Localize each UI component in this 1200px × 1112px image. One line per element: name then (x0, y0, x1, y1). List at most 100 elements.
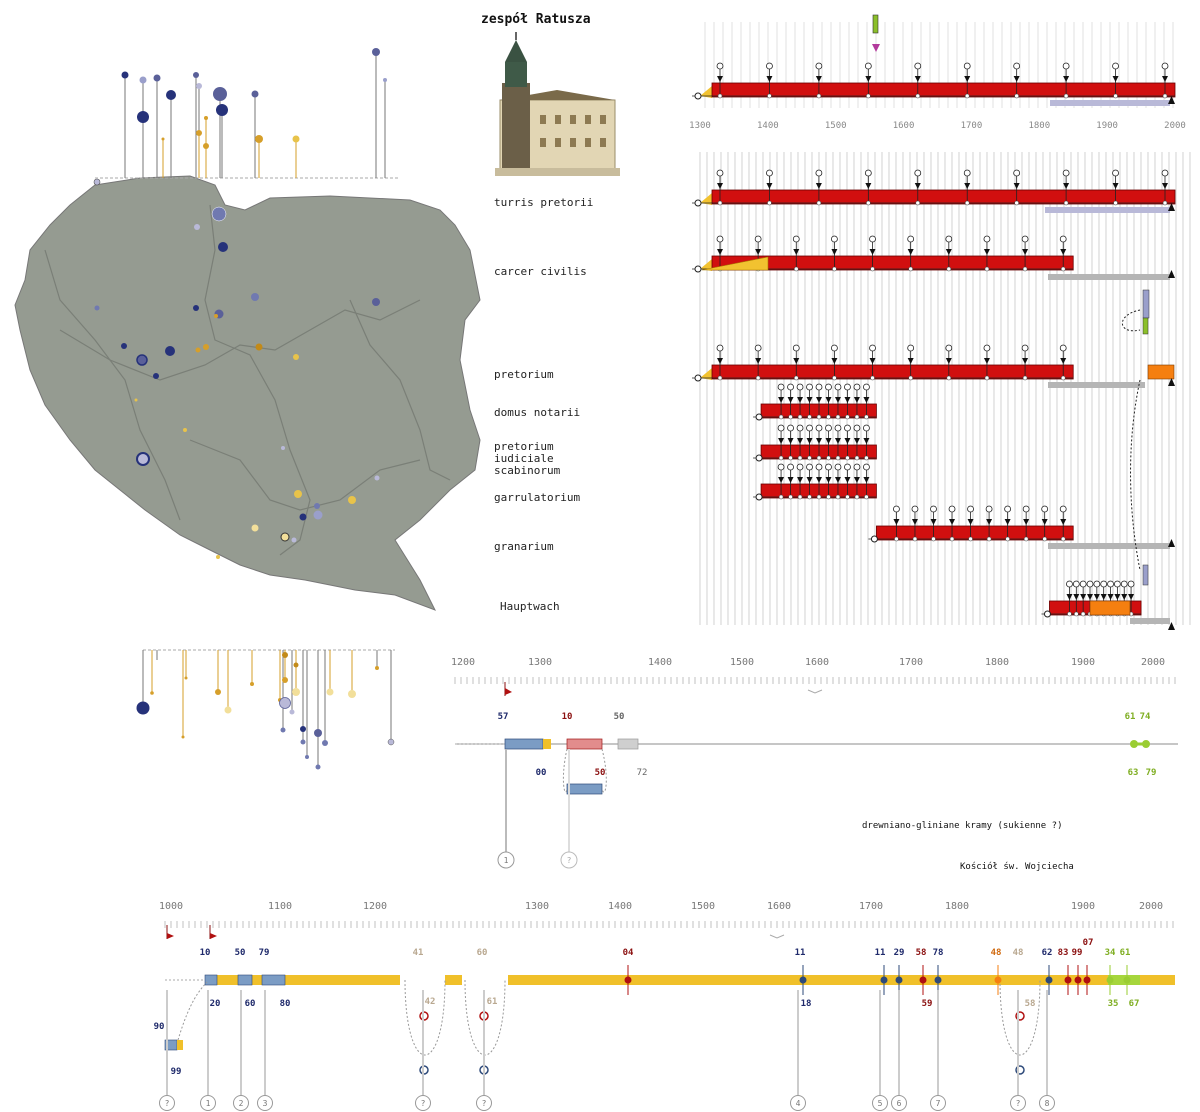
reference-circle (476, 1095, 492, 1111)
event-marker (869, 358, 876, 364)
end-marker (1168, 203, 1175, 211)
event-marker (1093, 594, 1100, 600)
reference-circle (1010, 1095, 1026, 1111)
year-number-label: 63 (1128, 768, 1139, 778)
event-circle (1100, 580, 1108, 588)
event-marker (1080, 594, 1087, 600)
event-marker (1128, 594, 1135, 600)
axis-tick-label: 1400 (757, 121, 779, 131)
event-dot (984, 266, 990, 272)
map-shape (14, 175, 481, 611)
axis-tick-label: 2000 (1139, 901, 1163, 912)
event-dot (767, 93, 772, 99)
event-marker (755, 358, 762, 364)
event-circle (787, 424, 794, 432)
axis-tick-label: 2000 (1141, 657, 1165, 668)
reference-circle-label: ? (482, 1099, 487, 1108)
event-marker (1114, 594, 1121, 600)
flag-icon (167, 933, 174, 939)
event-circle (806, 424, 813, 432)
year-number-label: 59 (922, 999, 933, 1009)
event-circle (777, 424, 785, 432)
label-domus-notarii: domus notarii (494, 406, 581, 419)
label-hauptwach: Hauptwach (500, 600, 560, 613)
event-dot (826, 414, 831, 420)
event-dot (793, 375, 799, 381)
axis-tick-label: 1100 (268, 901, 292, 912)
event-dot (915, 200, 921, 206)
reference-circle-label: ? (421, 1099, 426, 1108)
event-dot (788, 455, 793, 461)
event-marker (893, 519, 900, 525)
bar-start-wedge (700, 259, 712, 271)
bar-start-wedge (700, 193, 712, 205)
event-circle (825, 383, 832, 391)
event-dot (1063, 93, 1069, 99)
event-circle (1112, 62, 1119, 70)
event-circle (864, 169, 872, 177)
event-marker (797, 397, 804, 403)
page-title: zespół Ratusza (481, 12, 591, 27)
event-dot (1042, 536, 1047, 542)
year-number-label: 60 (245, 999, 256, 1009)
year-number-label: 83 (1058, 948, 1069, 958)
event-dot (1060, 536, 1066, 542)
event-marker (1073, 594, 1080, 600)
reference-circle (930, 1095, 946, 1111)
row-start-marker (694, 265, 702, 273)
event-circle (1127, 580, 1135, 588)
event-dot (835, 414, 841, 420)
connector (1121, 309, 1141, 332)
event-marker (1087, 594, 1093, 600)
event-circle (963, 169, 971, 177)
event-marker (983, 358, 990, 364)
bar-yellow (177, 1040, 183, 1050)
event-marker (797, 438, 804, 444)
map-dot (218, 242, 228, 252)
bar-blue (566, 783, 603, 795)
continuation-bar (1130, 618, 1170, 624)
year-number-label: 58 (1025, 999, 1036, 1009)
event-circle (967, 505, 974, 513)
event-marker (844, 477, 851, 483)
reference-circle (891, 1095, 907, 1111)
event-circle (1059, 344, 1067, 352)
axis-tick-label: 1200 (363, 901, 387, 912)
connector (177, 981, 208, 1041)
connector (601, 748, 607, 793)
axis-tick-label: 1400 (648, 657, 672, 668)
event-marker (1100, 594, 1107, 600)
bar-blue (261, 974, 286, 986)
event-dot (931, 536, 936, 542)
event-dot (832, 266, 837, 272)
event-circle (1120, 580, 1128, 588)
event-circle (1161, 169, 1169, 177)
event-dot (964, 93, 970, 99)
event-marker (825, 477, 832, 483)
reference-circle (233, 1095, 249, 1111)
event-marker (964, 76, 971, 82)
event-dot (864, 455, 869, 461)
event-circle (777, 463, 785, 471)
event-marker (787, 438, 794, 444)
year-number-label: 04 (623, 948, 634, 958)
event-dot (854, 494, 860, 500)
event-marker (717, 249, 723, 255)
event-dot (845, 455, 850, 461)
event-circle (1079, 580, 1087, 588)
event-circle (1041, 505, 1049, 513)
year-number-label: 35 (1108, 999, 1119, 1009)
year-number-label: 20 (210, 999, 221, 1009)
bar-segment (876, 525, 1074, 541)
event-marker (1107, 594, 1114, 600)
event-circle (1021, 344, 1029, 352)
caption-kramy: drewniano-gliniane kramy (sukienne ?) (862, 821, 1063, 831)
river-pilica (189, 439, 421, 511)
event-dot (1067, 611, 1072, 617)
map-dot (136, 452, 150, 466)
map-dot (165, 346, 175, 356)
caption-kosciol: Kościół św. Wojciecha (960, 862, 1074, 872)
event-circle (853, 424, 861, 432)
event-circle (1062, 62, 1070, 70)
